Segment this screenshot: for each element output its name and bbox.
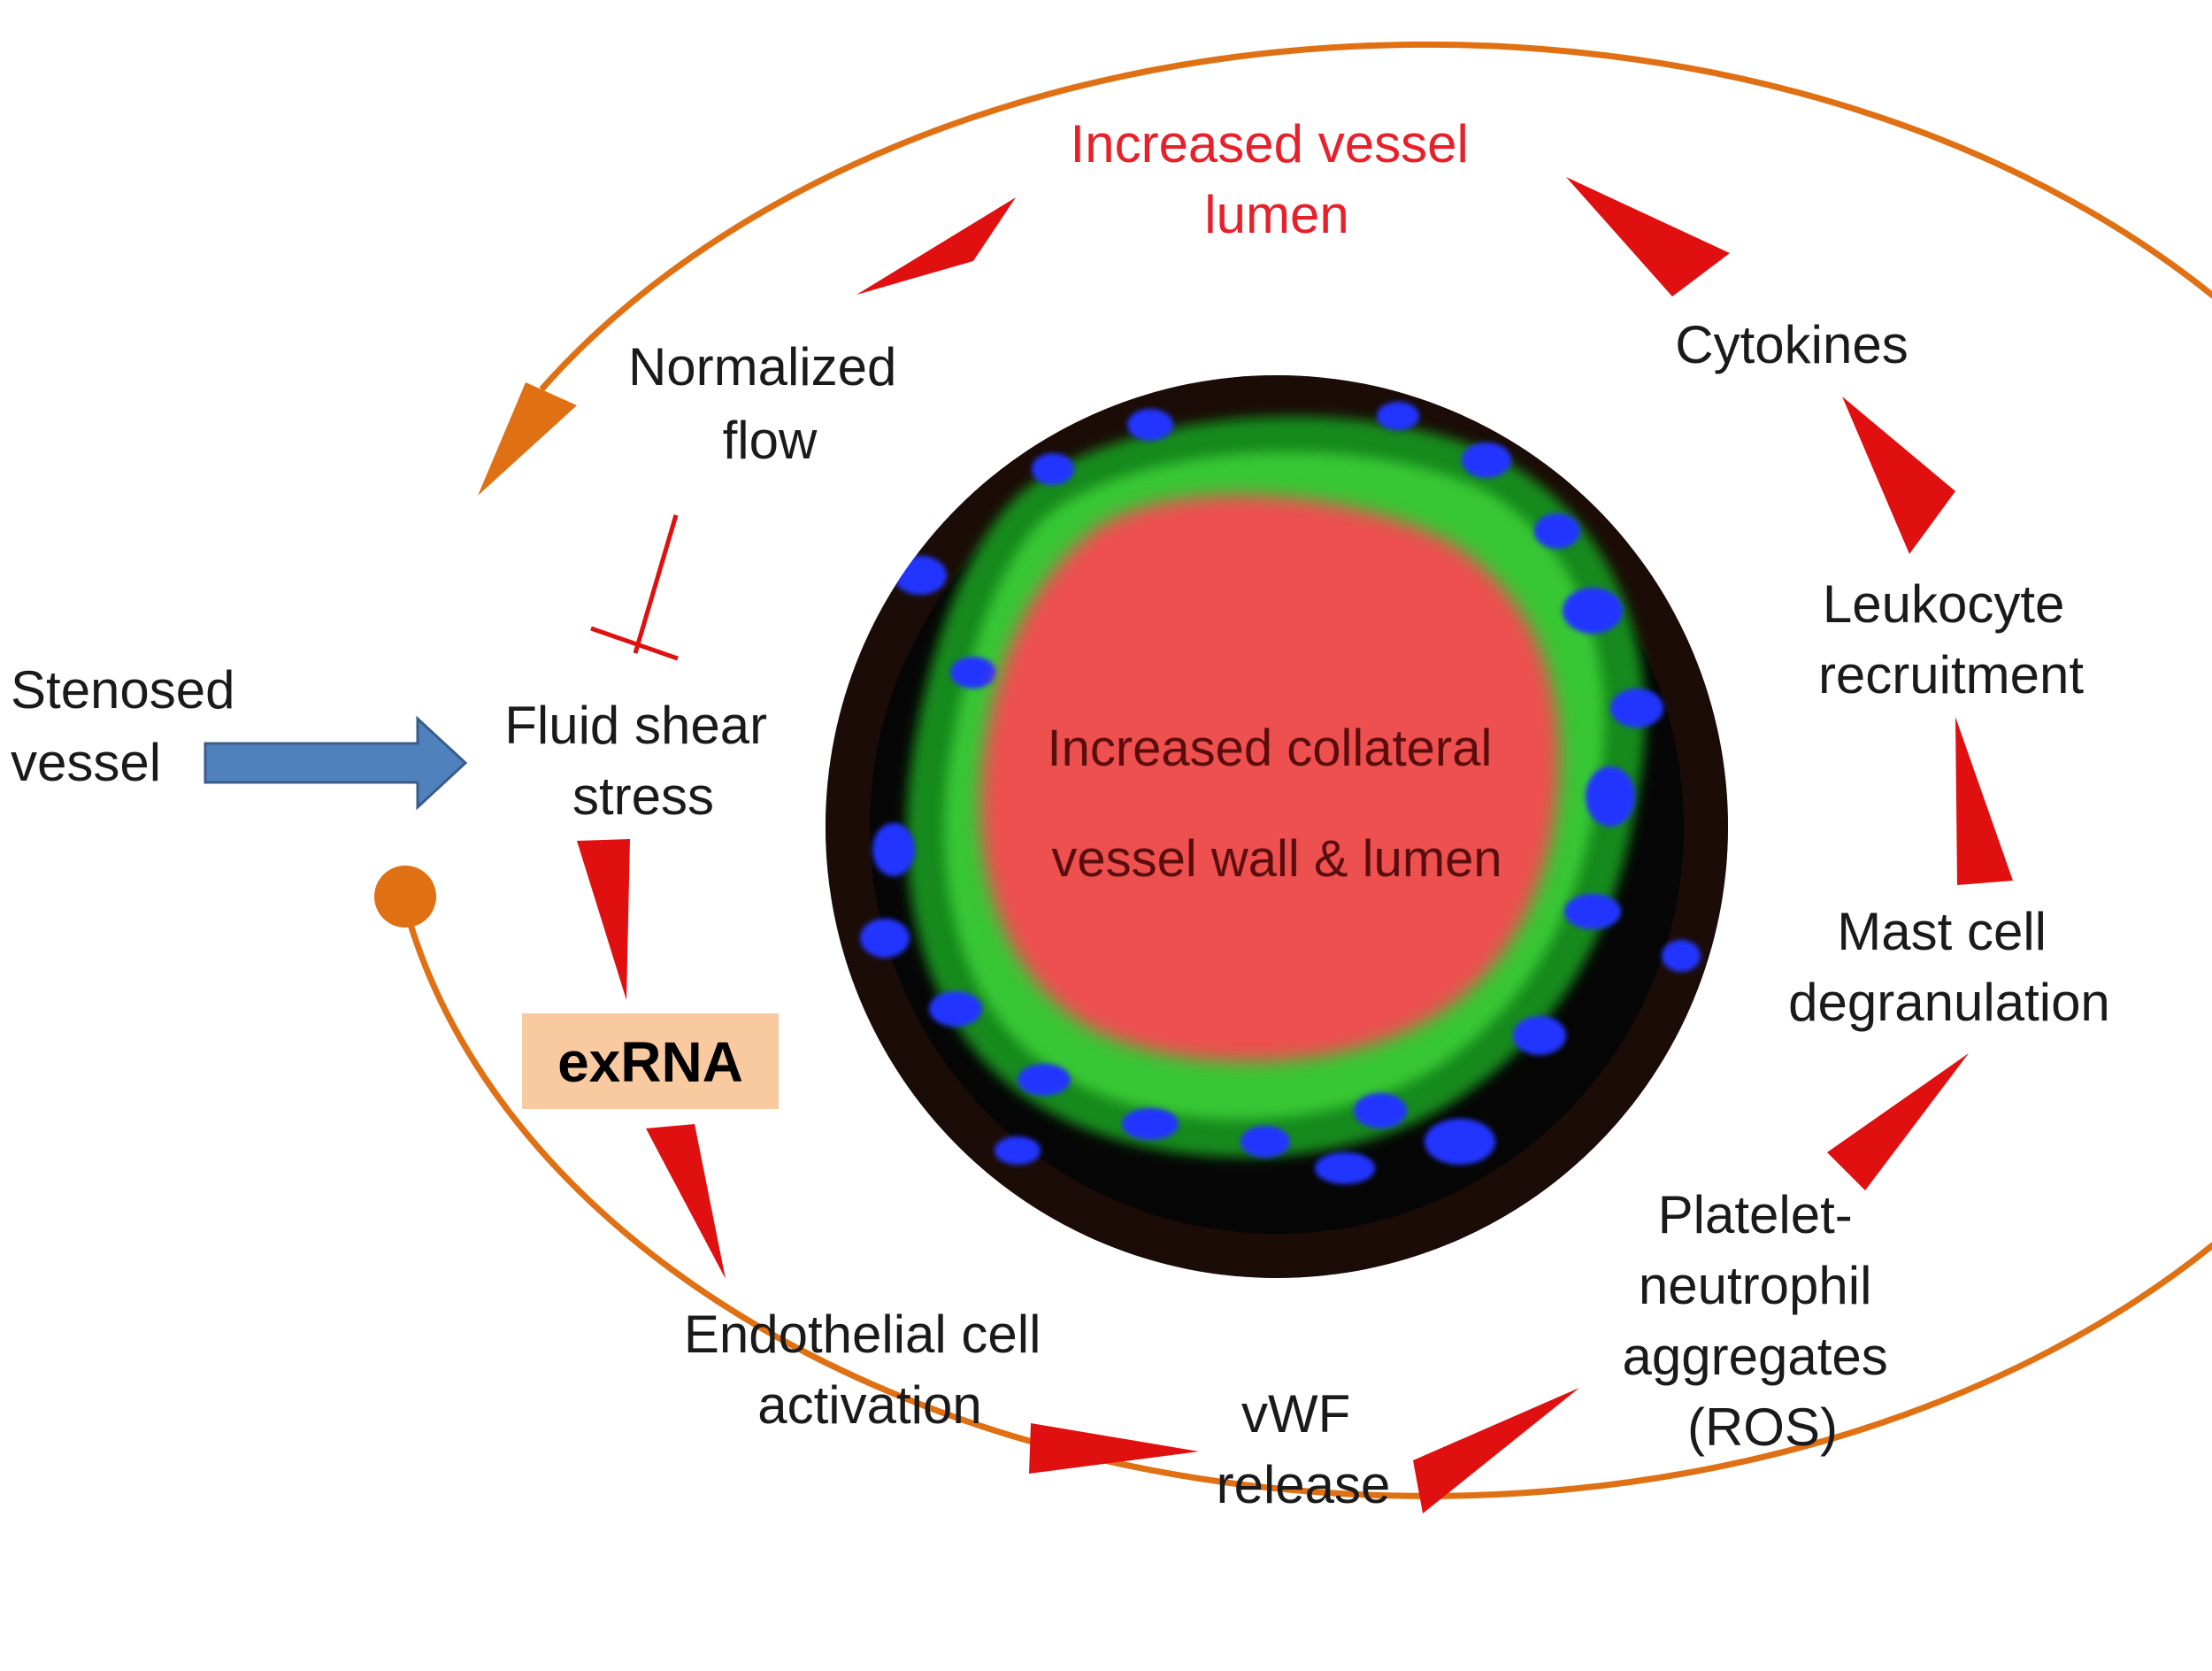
exrna-box — [522, 1013, 779, 1109]
node-increased-lumen: Increased vessel lumen — [1071, 114, 1484, 244]
feedback-ring-arrowhead — [478, 382, 577, 496]
feedback-ring-origin-dot — [374, 866, 436, 928]
node-stenosed-vessel: Stenosed vessel — [11, 660, 250, 792]
node-normalized-flow: Normalized flow — [628, 337, 911, 470]
exrna-label: exRNA — [557, 1030, 743, 1094]
node-fluid-shear-stress: Fluid shear stress — [504, 696, 781, 826]
center-label: Increased collateral vessel wall & lumen — [1047, 720, 1506, 888]
cycle-wedges — [577, 177, 2013, 1513]
nuclei — [860, 402, 1701, 1184]
feedback-ring — [405, 41, 2212, 1499]
node-mast-cell-degranulation: Mast cell degranulation — [1788, 902, 2110, 1032]
node-leukocyte-recruitment: Leukocyte recruitment — [1818, 574, 2084, 705]
node-platelet-neutrophil-aggregates: Platelet- neutrophil aggregates (ROS) — [1623, 1185, 1903, 1457]
node-endothelial-cell-activation: Endothelial cell activation — [684, 1305, 1056, 1435]
vessel-micrograph — [826, 375, 1728, 1278]
stenosed-input-arrow — [204, 715, 468, 811]
node-vwf-release: vWF release — [1217, 1384, 1391, 1514]
inhibition-arrow — [590, 514, 679, 661]
node-cytokines: Cytokines — [1675, 315, 1908, 374]
vessel-lumen — [980, 495, 1560, 1062]
